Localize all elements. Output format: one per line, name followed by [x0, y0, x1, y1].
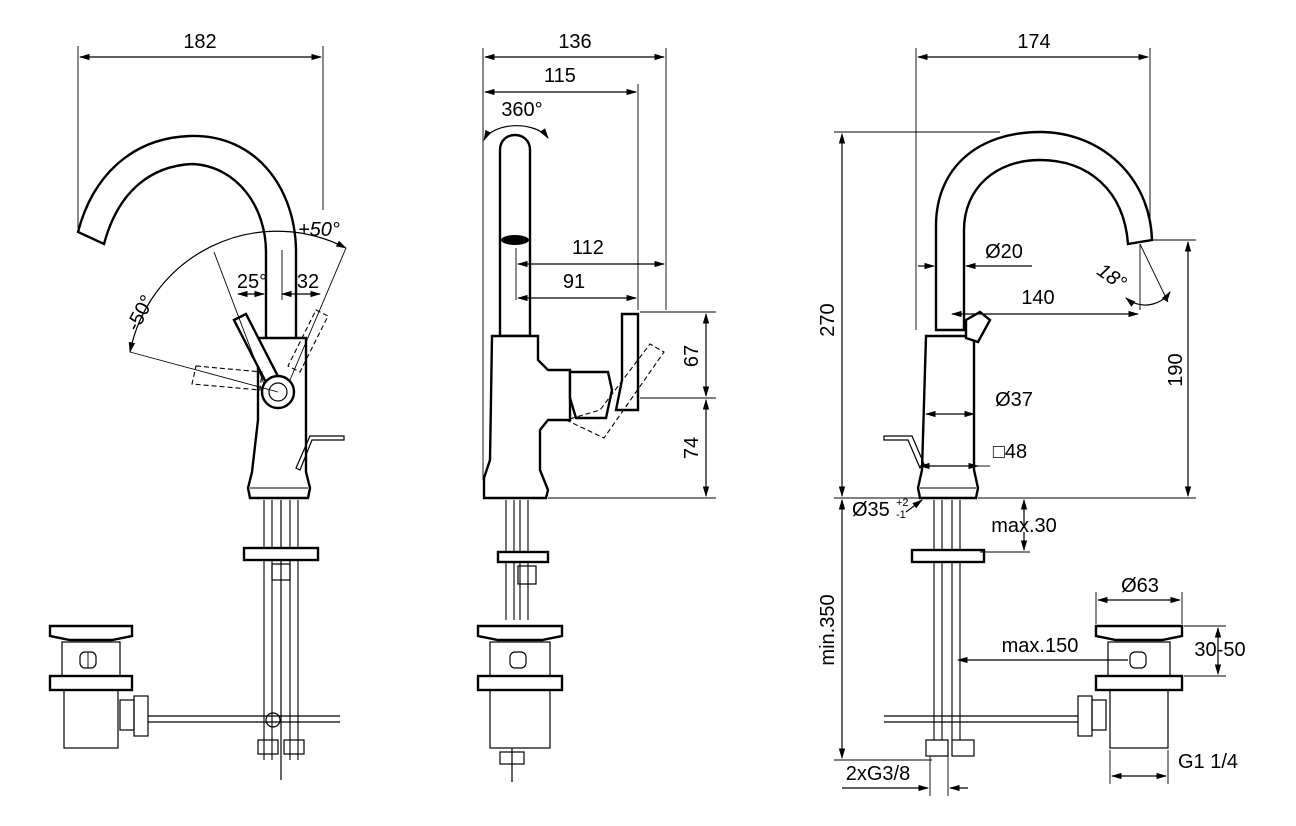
right-spout: [934, 130, 1154, 332]
base-square-label: □48: [993, 441, 1027, 463]
dim-182-label: 182: [183, 31, 216, 53]
mounting-nut: [271, 563, 291, 581]
rotation-label: 360°: [501, 99, 542, 121]
angle-25-label: 25°: [237, 271, 267, 293]
hose-right: [289, 500, 299, 760]
dim-74-label: 74: [681, 437, 703, 459]
spout-dia-label: Ø20: [985, 241, 1023, 263]
min-350-label: min.350: [817, 594, 839, 665]
hole-tol-minus: -1: [896, 509, 906, 521]
dim-112-label: 112: [572, 237, 604, 259]
right-popup-waste: [884, 624, 1184, 749]
angle-arc-50: [128, 230, 347, 354]
side-view: 136 115 360° 112 91 67 74: [476, 31, 716, 782]
spout: [76, 134, 298, 342]
connection-label: 2xG3/8: [846, 763, 910, 785]
right-view: 174 270 Ø20 18° 140 190 Ø37: [817, 31, 1246, 796]
angle-plus-50-label: +50°: [298, 219, 340, 241]
dim-174-label: 174: [1017, 31, 1050, 53]
right-popup-lever: [883, 435, 925, 470]
dim-32-label: 32: [297, 271, 319, 293]
popup-waste: [48, 624, 340, 749]
rotation-arc: [483, 125, 549, 141]
waste-thread-label: G1 1/4: [1178, 751, 1238, 773]
side-mounting-plate: [496, 550, 550, 564]
dim-190-label: 190: [1165, 353, 1187, 386]
right-lever: [964, 310, 992, 344]
popup-lever: [295, 435, 345, 471]
max-150-label: max.150: [1002, 635, 1079, 657]
side-handle: [568, 370, 614, 420]
dim-136-label: 136: [558, 31, 591, 53]
dim-67-label: 67: [681, 345, 703, 367]
angle-18-label: 18°: [1093, 259, 1130, 294]
hole-dia-label: Ø35: [852, 499, 890, 521]
body-dia-label: Ø37: [995, 389, 1033, 411]
side-handle-position: [564, 343, 665, 439]
hole-tol-plus: +2: [896, 497, 909, 509]
max-30-label: max.30: [991, 515, 1057, 537]
right-body: [916, 334, 980, 500]
right-hose-a: [933, 500, 943, 740]
front-view: 182 +50° -50° 25° 32: [48, 31, 347, 780]
right-hose-b: [951, 500, 961, 740]
side-body: [482, 334, 572, 500]
waste-range-label: 30-50: [1194, 639, 1245, 661]
side-popup-waste: [476, 624, 564, 782]
mounting-plate: [242, 546, 320, 562]
side-lever: [614, 312, 640, 412]
waste-dia-label: Ø63: [1121, 575, 1159, 597]
angle-18-arc: [1125, 291, 1171, 307]
outlet-aerator: [501, 235, 529, 245]
dim-270-label: 270: [817, 303, 839, 336]
angle-minus-50-label: -50°: [122, 292, 159, 335]
dim-140-label: 140: [1021, 287, 1054, 309]
dim-91-label: 91: [563, 271, 585, 293]
dim-115-label: 115: [544, 65, 576, 87]
hose-left: [263, 500, 273, 760]
handle-position-left: [191, 365, 263, 391]
right-mounting-plate: [910, 548, 986, 564]
